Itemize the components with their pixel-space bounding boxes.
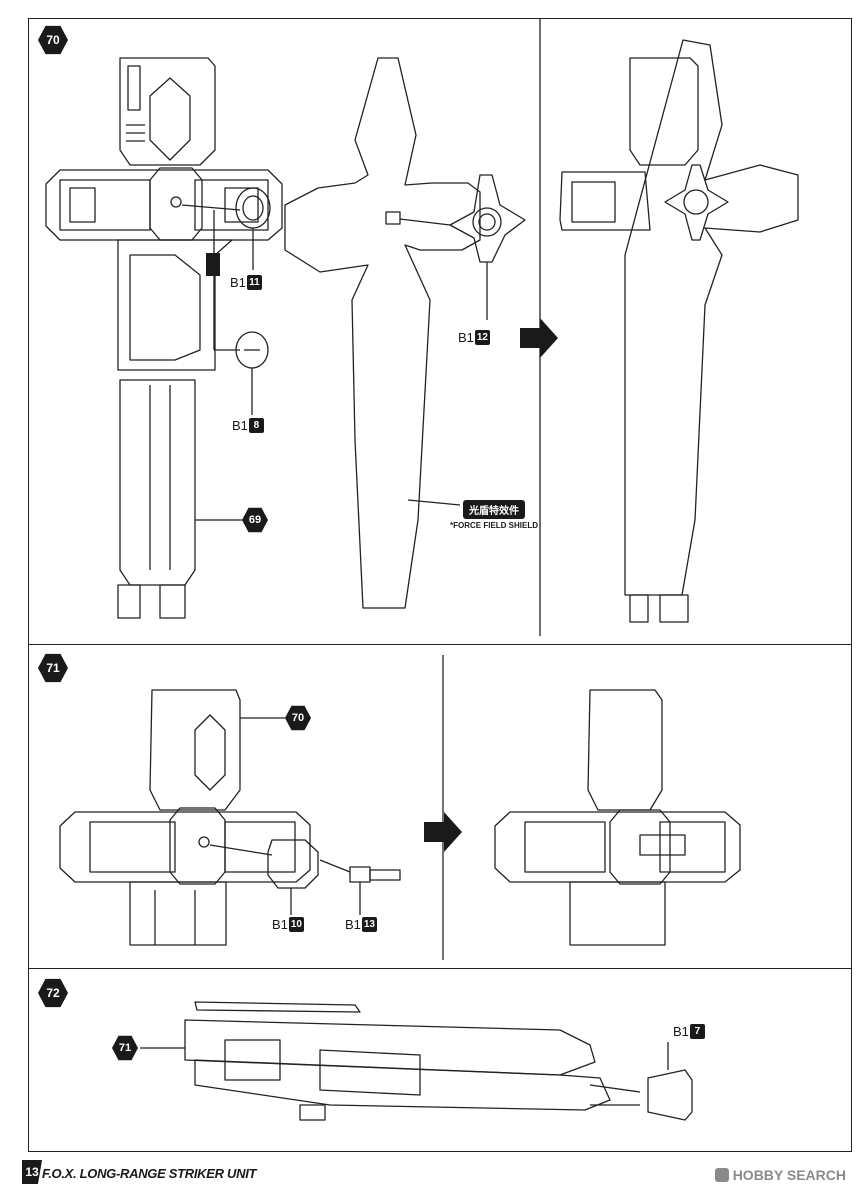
runner-label: B1 xyxy=(458,330,474,345)
runner-label: B1 xyxy=(232,418,248,433)
callout-cn-label: 光盾特效件 xyxy=(463,500,525,519)
part-number: 10 xyxy=(288,917,304,932)
runner-label: B1 xyxy=(345,917,361,932)
runner-label: B1 xyxy=(673,1024,689,1039)
runner-label: B1 xyxy=(272,917,288,932)
part-number: 12 xyxy=(474,330,490,345)
part-label-b1-12: B1 12 xyxy=(458,330,490,345)
part-label-b1-8: B1 8 xyxy=(232,418,264,433)
part-number: 8 xyxy=(248,418,264,433)
callout-en-label: *FORCE FIELD SHIELD xyxy=(450,521,539,530)
part-number: 13 xyxy=(361,917,377,932)
runner-label: B1 xyxy=(230,275,246,290)
part-label-b1-11: B1 11 xyxy=(230,275,262,290)
force-field-shield-callout: 光盾特效件 *FORCE FIELD SHIELD xyxy=(450,500,538,530)
manual-title: F.O.X. LONG-RANGE STRIKER UNIT xyxy=(42,1166,257,1181)
ref-part-70-badge: 70 xyxy=(285,705,311,731)
part-label-b1-13: B1 13 xyxy=(345,917,377,932)
part-number: 7 xyxy=(689,1024,705,1039)
ref-part-71-badge: 71 xyxy=(112,1035,138,1061)
page-number: 13 xyxy=(22,1160,42,1184)
part-number: 11 xyxy=(246,275,262,290)
part-label-b1-7: B1 7 xyxy=(673,1024,705,1039)
watermark-text: HOBBY SEARCH xyxy=(732,1167,846,1183)
watermark: HOBBY SEARCH xyxy=(714,1167,846,1183)
hobby-search-logo-icon xyxy=(714,1168,729,1182)
part-label-b1-10: B1 10 xyxy=(272,917,304,932)
step-72-panel xyxy=(28,968,852,1152)
